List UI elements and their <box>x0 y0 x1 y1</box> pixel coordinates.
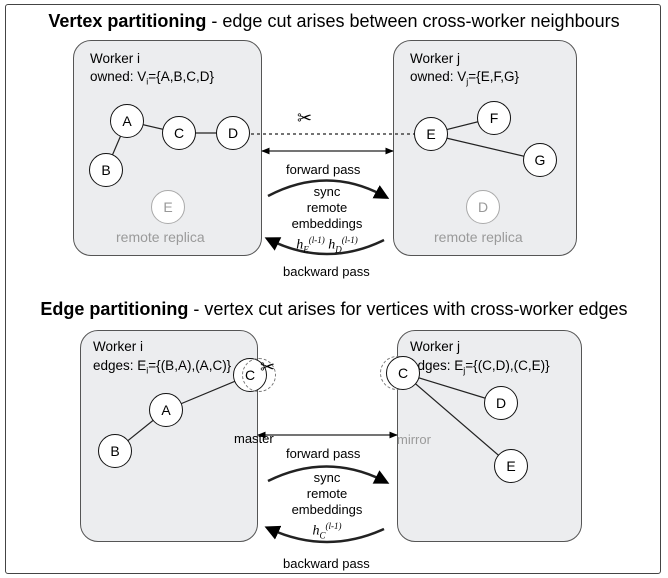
node-e: E <box>494 449 528 483</box>
sync-arrow-bottom <box>264 525 385 544</box>
edge-title: Edge partitioning - vertex cut arises fo… <box>40 299 628 319</box>
replica-node-d: D <box>466 190 500 224</box>
replica-node-e: E <box>151 190 185 224</box>
mirror-node-c: C <box>386 356 420 390</box>
backward-pass-label: backward pass <box>283 264 370 279</box>
master-cut-outline <box>242 358 276 392</box>
worker-j-edges: edges: Ej={(C,D),(C,E)} <box>410 358 550 376</box>
scissors-icon: ✂ <box>297 108 313 128</box>
backward-pass-label: backward pass <box>283 556 370 571</box>
node-c: C <box>162 116 196 150</box>
forward-pass-label: forward pass <box>286 162 361 177</box>
worker-j-name: Worker j <box>410 51 461 66</box>
mirror-label: mirror <box>397 432 431 447</box>
sync-arrow-top <box>267 179 390 199</box>
node-b: B <box>89 153 123 187</box>
node-f: F <box>477 101 511 135</box>
worker-i-edges: edges: Ei={(B,A),(A,C)} <box>93 358 232 376</box>
worker-j-owned: owned: Vj={E,F,G} <box>410 69 519 87</box>
embedding-symbols: hE(l-1) hD(l-1) <box>296 235 358 255</box>
node-d: D <box>216 116 250 150</box>
embedding-symbol: hC(l-1) <box>312 521 342 541</box>
worker-j-name: Worker j <box>410 339 461 354</box>
sync-embeddings-label: sync remote embeddings hE(l-1) hD(l-1) <box>272 184 382 257</box>
sync-arrow-top <box>267 465 390 484</box>
node-b: B <box>98 434 132 468</box>
node-a: A <box>110 104 144 138</box>
vertex-title: Vertex partitioning - edge cut arises be… <box>48 11 620 31</box>
forward-pass-label: forward pass <box>286 446 361 461</box>
node-d: D <box>484 386 518 420</box>
sync-arrow-bottom <box>264 237 385 256</box>
worker-i-owned: owned: Vi={A,B,C,D} <box>90 69 214 87</box>
figure-frame <box>5 4 661 574</box>
worker-i-name: Worker i <box>90 51 141 66</box>
remote-replica-label: remote replica <box>434 229 523 245</box>
node-e: E <box>414 117 448 151</box>
scissors-icon: ✂ <box>260 357 276 377</box>
edge-c-e <box>402 372 512 467</box>
worker-i-name: Worker i <box>93 339 144 354</box>
sync-embeddings-label: sync remote embeddings hC(l-1) <box>272 470 382 543</box>
node-g: G <box>523 143 557 177</box>
edge-worker-j-panel: Worker j edges: Ej={(C,D),(C,E)} mirror <box>397 330 582 542</box>
remote-replica-label: remote replica <box>116 229 205 245</box>
edge-e-g <box>428 133 541 161</box>
node-a: A <box>149 393 183 427</box>
